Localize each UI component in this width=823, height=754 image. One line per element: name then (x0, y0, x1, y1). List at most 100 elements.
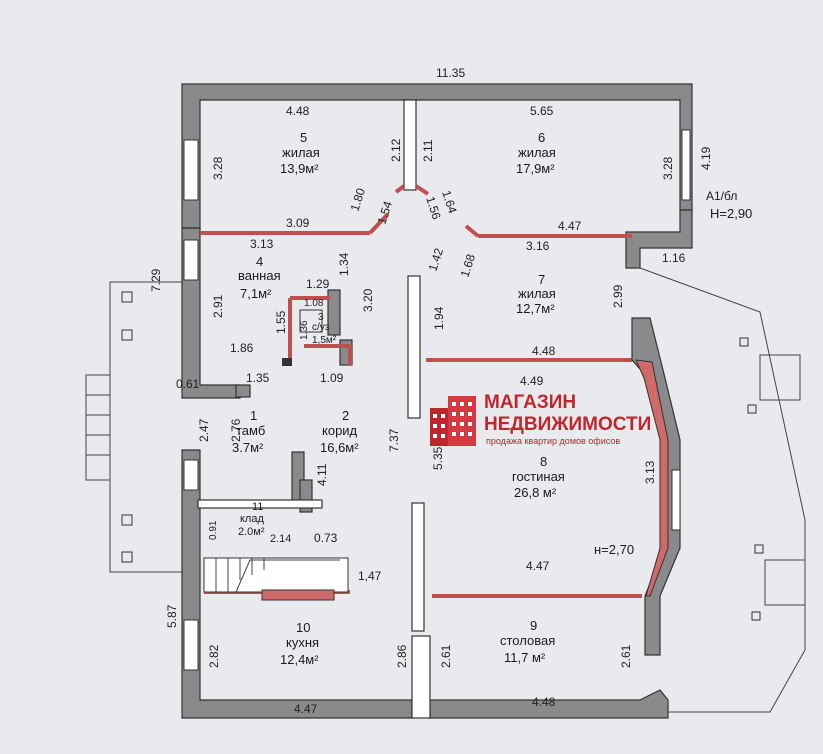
dim-r7-top: 3.16 (526, 239, 550, 253)
dim-corr-156: 1.56 (423, 195, 444, 222)
dim-dining-left: 2.61 (439, 644, 453, 668)
dim-r6-right: 3.28 (661, 156, 675, 180)
dim-left-729: 7.29 (149, 268, 163, 292)
room-3-name: с/уз (312, 322, 330, 333)
room-4-number: 4 (256, 254, 263, 269)
dim-r5-top: 4.48 (286, 104, 310, 118)
dim-bath-186: 1.86 (230, 341, 254, 355)
dim-lr-right: 3.13 (643, 460, 657, 484)
bay-wall-inner (635, 359, 669, 597)
dim-bath-top: 3.13 (250, 237, 274, 251)
dim-kitchen-bottom: 4.47 (294, 702, 318, 716)
room-4-area: 7,1м² (240, 286, 272, 301)
room-2-area: 16,6м² (320, 440, 359, 455)
dim-corr-154: 1.54 (375, 199, 396, 226)
windows (183, 129, 691, 671)
dim-top-total: 11.35 (436, 66, 465, 80)
room-8-name: гостиная (512, 469, 565, 484)
dim-lr-bottom: 4.47 (526, 559, 550, 573)
mark-label: A1/бл (706, 189, 737, 203)
watermark-line3: продажа квартир домов офисов (486, 436, 620, 446)
dim-tamb-247: 2.47 (197, 418, 211, 442)
room-10-area: 12,4м² (280, 652, 319, 667)
dim-left-587: 5.87 (165, 604, 179, 628)
dim-r5-bottom: 3.09 (286, 216, 310, 230)
wc-fixture-icon (282, 358, 292, 366)
height-lr-label: н=2,70 (594, 542, 634, 557)
room-1-number: 1 (250, 408, 257, 423)
room-11-number: 11 (252, 501, 263, 513)
dim-bath-134: 1.34 (337, 252, 351, 276)
room-6-area: 17,9м² (516, 161, 555, 176)
dim-dining-right: 2.61 (619, 644, 633, 668)
dim-kitchen-286: 2.86 (395, 644, 409, 668)
room-7-name: жилая (518, 286, 556, 301)
building-icon (430, 396, 476, 446)
dim-bath-left: 2.91 (211, 294, 225, 318)
dim-corr-168: 1.68 (458, 252, 479, 279)
dim-r7-left: 1.94 (432, 306, 446, 330)
room-9-number: 9 (530, 618, 537, 633)
dim-r7-bottom: 4.48 (532, 344, 556, 358)
dim-outer-right: 4.19 (699, 146, 713, 170)
dim-wc-109: 1.09 (320, 371, 344, 385)
staircase (203, 557, 349, 601)
room-7-area: 12,7м² (516, 301, 555, 316)
dim-wc-136: 1.36 (299, 320, 310, 340)
room-11-area: 2.0м² (238, 526, 265, 538)
room-3-area: 1,5м² (312, 335, 337, 346)
room-5-area: 13,9м² (280, 161, 319, 176)
room-7-number: 7 (538, 272, 545, 287)
room-9-name: столовая (500, 633, 555, 648)
left-terrace (85, 281, 182, 573)
dim-klad-214: 2.14 (270, 533, 291, 545)
dim-r7-116: 1.16 (662, 251, 686, 265)
room-4-name: ванная (238, 268, 281, 283)
dim-klad-091: 0.91 (208, 520, 219, 540)
room-10-name: кухня (286, 635, 319, 650)
room-8-area: 26,8 м² (514, 485, 557, 500)
dim-wc-129: 1.29 (306, 277, 330, 291)
room-10-number: 10 (296, 620, 310, 635)
dim-r6-h1: 2.11 (421, 139, 435, 162)
room-5-number: 5 (300, 130, 307, 145)
dim-kitchen-left: 2.82 (207, 644, 221, 668)
dim-wc-108: 1.08 (304, 298, 324, 309)
dimension-labels: 11.35 4.48 5.65 2.12 2.11 3.28 3.28 4.19… (149, 66, 713, 716)
room-8-number: 8 (540, 454, 547, 469)
room-labels: 5 жилая 13,9м² 6 жилая 17,9м² 4 ванная 7… (232, 130, 565, 667)
dim-klad-073: 0.73 (314, 531, 338, 545)
dim-r6-bottom: 4.47 (558, 219, 582, 233)
toilet-icon (299, 309, 323, 333)
room-6-name: жилая (518, 145, 556, 160)
room-5-name: жилая (282, 145, 320, 160)
height-main-label: H=2,90 (710, 206, 752, 221)
room-1-name: тамб (236, 423, 265, 438)
room-2-number: 2 (342, 408, 349, 423)
room-2-name: корид (322, 423, 358, 438)
room-11-name: клад (240, 513, 264, 525)
room-1-area: 3.7м² (232, 440, 264, 455)
right-terrace (639, 267, 806, 713)
dim-r6-top: 5.65 (530, 104, 554, 118)
dim-r7-right: 2.99 (611, 284, 625, 308)
dim-dining-bottom: 4.48 (532, 695, 556, 709)
dim-r5-h1: 2.12 (389, 138, 403, 162)
room-6-number: 6 (538, 130, 545, 145)
dim-corr-737: 7.37 (387, 428, 401, 452)
dim-tamb-276: 2.76 (229, 418, 243, 442)
dim-lr-top: 4.49 (520, 374, 544, 388)
watermark-line1: МАГАЗИН (484, 392, 576, 413)
room-9-area: 11,7 м² (504, 650, 546, 665)
dim-corr-147: 1,47 (358, 569, 382, 583)
watermark: МАГАЗИН НЕДВИЖИМОСТИ продажа квартир дом… (430, 392, 651, 446)
dim-r5-left: 3.28 (211, 156, 225, 180)
dim-corr-180: 1.80 (348, 186, 369, 213)
dim-corr-411: 4.11 (315, 463, 329, 486)
dim-wc-320: 3.20 (361, 288, 375, 312)
dim-lr-left: 5.35 (431, 446, 445, 470)
dim-left-061: 0.61 (176, 377, 200, 391)
room-3-number: 3 (318, 312, 324, 323)
dim-corr-164: 1.64 (439, 189, 460, 216)
